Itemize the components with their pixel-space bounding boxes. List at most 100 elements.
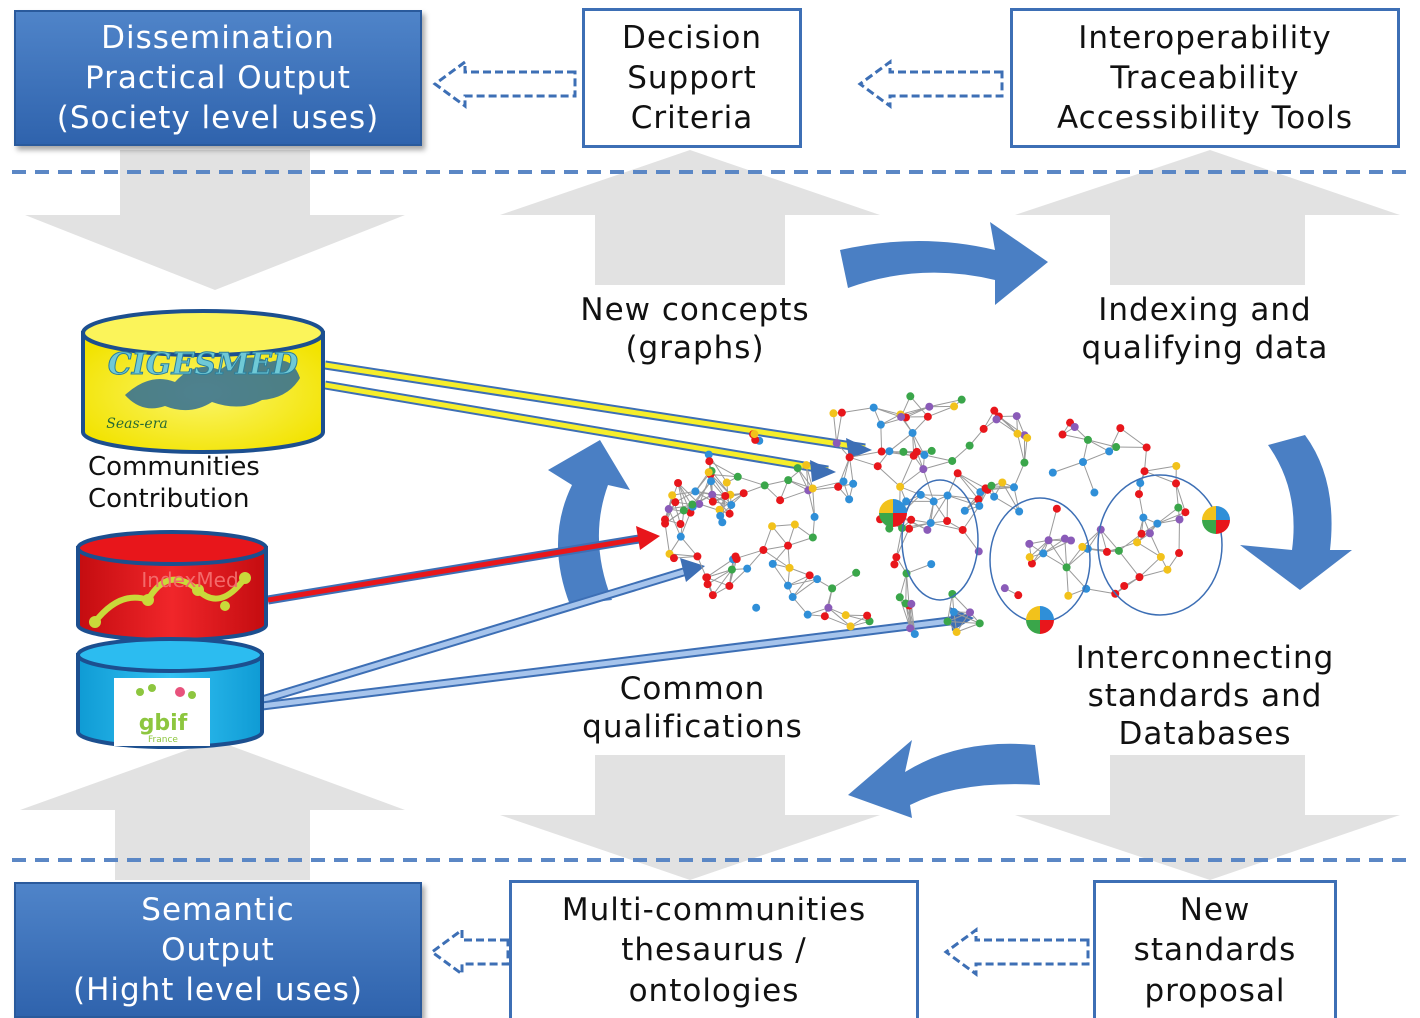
network-node: [727, 565, 736, 574]
network-node: [897, 412, 906, 421]
network-edge: [1139, 556, 1162, 578]
network-node: [846, 622, 855, 631]
network-edge: [956, 622, 980, 633]
network-edge: [1043, 540, 1072, 554]
network-node: [1013, 429, 1022, 438]
network-node: [702, 573, 711, 582]
network-node: [829, 409, 838, 418]
network-edge: [1108, 427, 1121, 452]
network-edge: [906, 573, 910, 606]
semantic-output-text: Semantic Output (Hight level uses): [72, 891, 364, 1009]
network-edge: [706, 558, 734, 578]
network-node: [908, 428, 917, 437]
network-node: [927, 446, 936, 455]
network-node: [1027, 559, 1036, 568]
network-node: [1139, 513, 1148, 522]
network-node: [892, 553, 901, 562]
network-edge: [947, 593, 953, 622]
network-edge: [895, 527, 903, 558]
network-node: [974, 495, 983, 504]
network-node: [869, 403, 878, 412]
network-node: [1012, 412, 1021, 421]
network-edge: [1016, 433, 1025, 463]
network-node: [890, 560, 899, 569]
network-node: [873, 462, 882, 471]
cigesmed-database: CIGESMED Seas-era: [81, 309, 325, 454]
network-edge: [1157, 511, 1186, 525]
network-edge: [1043, 552, 1067, 568]
network-node: [1052, 504, 1061, 513]
gray-arrows: [20, 150, 1400, 880]
network-edge: [807, 490, 816, 518]
network-edge: [711, 494, 730, 515]
network-node: [958, 525, 967, 534]
network-node: [927, 560, 936, 569]
network-node: [1079, 458, 1088, 467]
network-node: [902, 497, 911, 506]
network-node: [1175, 549, 1184, 558]
cluster-ellipse: [901, 479, 979, 601]
network-edge: [880, 424, 883, 452]
network-graph: [661, 392, 1230, 639]
network-node: [1062, 563, 1071, 572]
network-node: [721, 491, 730, 500]
network-node: [876, 420, 885, 429]
network-node: [784, 476, 793, 485]
network-edge: [962, 505, 980, 531]
network-edge: [797, 467, 809, 491]
network-node: [752, 603, 761, 612]
network-edge: [710, 480, 732, 506]
network-edge: [1064, 538, 1068, 568]
network-node: [705, 457, 714, 466]
network-node: [1172, 479, 1181, 488]
network-node: [953, 469, 962, 478]
network-node: [759, 546, 768, 555]
dashed-arrow-bottom-2: [943, 927, 1090, 977]
network-node: [750, 430, 759, 439]
network-node: [832, 439, 841, 448]
network-edge: [1118, 550, 1140, 578]
network-node: [960, 506, 969, 515]
network-node: [1172, 461, 1181, 470]
network-node: [704, 450, 713, 459]
network-edge: [873, 407, 902, 418]
network-edge: [1144, 470, 1177, 484]
network-node: [679, 506, 688, 515]
new-concepts-label: New concepts (graphs): [580, 292, 810, 366]
network-edge: [930, 522, 963, 531]
network-node: [828, 584, 837, 593]
network-node: [1064, 591, 1073, 600]
network-edge: [1013, 462, 1025, 488]
network-edge: [828, 607, 851, 627]
network-edge: [812, 480, 844, 489]
network-edge: [1082, 461, 1095, 493]
decision-support-box: Decision Support Criteria: [582, 8, 802, 148]
network-node: [975, 501, 984, 510]
network-node: [1078, 542, 1087, 551]
network-edge: [912, 432, 925, 456]
network-edge: [906, 563, 932, 574]
gbif-logo: [114, 678, 210, 746]
network-edge: [677, 482, 685, 511]
network-node: [1044, 536, 1053, 545]
network-node: [727, 500, 736, 509]
network-node: [708, 591, 717, 600]
network-edge: [762, 526, 773, 551]
network-node: [1181, 508, 1190, 517]
network-node: [916, 490, 925, 499]
cigesmed-label: CIGESMED: [108, 347, 298, 382]
network-node: [926, 518, 935, 527]
semantic-output-box: Semantic Output (Hight level uses): [14, 882, 422, 1018]
network-edge: [1048, 539, 1068, 568]
network-node: [834, 482, 843, 491]
network-edge: [1066, 546, 1083, 568]
gray-arrow-up-bottom-left: [20, 740, 405, 880]
network-edge: [1048, 508, 1058, 541]
network-node: [788, 593, 797, 602]
network-edge: [779, 489, 809, 501]
gray-arrow-down-top-left: [25, 150, 405, 290]
network-edge: [910, 603, 916, 635]
network-node: [992, 415, 1001, 424]
indexmed-network-icon: [92, 576, 248, 624]
